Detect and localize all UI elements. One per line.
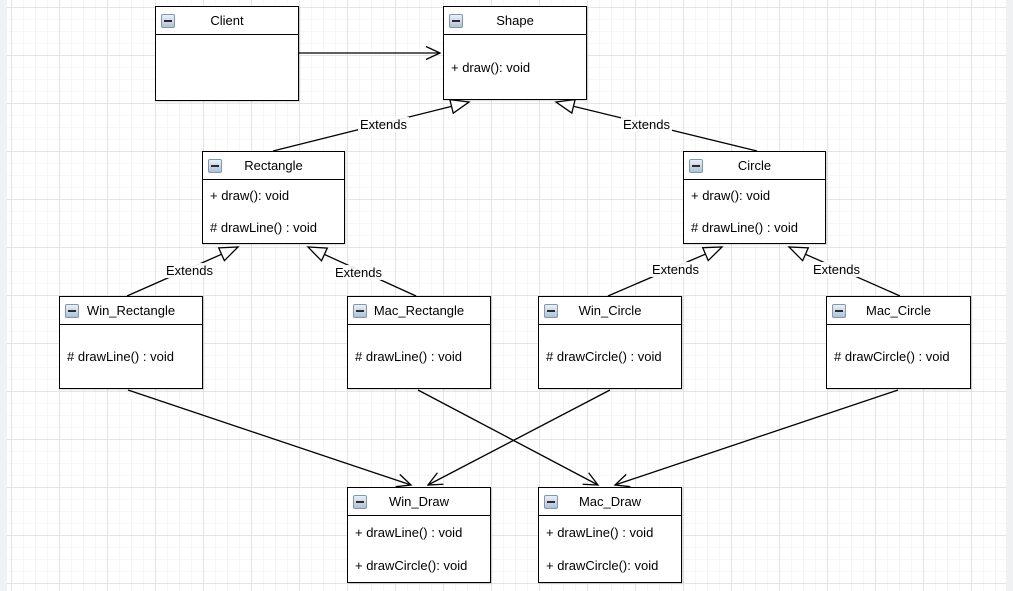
class-body xyxy=(156,35,298,100)
class-body: # drawLine() : void xyxy=(60,325,202,388)
class-member[interactable]: # drawCircle() : void xyxy=(834,349,950,364)
class-body: # drawCircle() : void xyxy=(827,325,970,388)
class-title: Mac_Rectangle xyxy=(373,303,465,318)
class-box-circle[interactable]: Circle + draw(): void # drawLine() : voi… xyxy=(683,151,826,244)
minus-glyph xyxy=(356,500,364,503)
edge-label-extends[interactable]: Extends xyxy=(164,263,215,278)
class-title-bar: Circle xyxy=(684,152,825,180)
class-box-mac-rectangle[interactable]: Mac_Rectangle # drawLine() : void xyxy=(347,296,491,389)
class-member[interactable]: # drawLine() : void xyxy=(210,219,317,235)
class-member[interactable]: + drawLine() : void xyxy=(355,525,463,540)
class-box-shape[interactable]: Shape + draw(): void xyxy=(443,6,587,100)
minus-glyph xyxy=(164,19,172,22)
class-title: Client xyxy=(210,13,244,28)
minus-glyph xyxy=(452,19,460,22)
minus-glyph xyxy=(835,309,843,312)
edge-maccircle-macdraw[interactable] xyxy=(613,389,899,488)
class-member[interactable]: + draw(): void xyxy=(451,59,531,75)
minus-glyph xyxy=(211,164,219,167)
class-title-bar: Rectangle xyxy=(203,152,344,180)
class-box-win-rectangle[interactable]: Win_Rectangle # drawLine() : void xyxy=(59,296,203,389)
class-title: Rectangle xyxy=(244,158,303,173)
class-member[interactable]: # drawCircle() : void xyxy=(546,349,662,364)
class-member[interactable]: # drawLine() : void xyxy=(691,219,798,235)
class-box-mac-draw[interactable]: Mac_Draw + drawLine() : void + drawCircl… xyxy=(538,487,682,583)
class-member[interactable]: # drawLine() : void xyxy=(355,349,462,364)
class-title: Mac_Draw xyxy=(578,494,642,509)
class-box-mac-circle[interactable]: Mac_Circle # drawCircle() : void xyxy=(826,296,971,389)
class-body: + drawLine() : void + drawCircle(): void xyxy=(348,516,490,582)
minus-glyph xyxy=(547,309,555,312)
edge-wincircle-windraw[interactable] xyxy=(426,389,611,486)
class-title-bar: Win_Circle xyxy=(539,297,681,325)
class-body: + draw(): void # drawLine() : void xyxy=(203,180,344,243)
class-member[interactable]: + draw(): void xyxy=(691,188,771,204)
collapse-minus-icon[interactable] xyxy=(353,303,367,318)
class-box-rectangle[interactable]: Rectangle + draw(): void # drawLine() : … xyxy=(202,151,345,244)
class-member[interactable]: # drawLine() : void xyxy=(67,349,174,364)
collapse-minus-icon[interactable] xyxy=(353,494,367,509)
minus-glyph xyxy=(68,309,76,312)
canvas-right-margin xyxy=(1006,0,1013,591)
collapse-minus-icon[interactable] xyxy=(449,13,463,28)
collapse-minus-icon[interactable] xyxy=(689,158,703,173)
edge-macrectangle-macdraw[interactable] xyxy=(417,389,600,486)
class-body: # drawLine() : void xyxy=(348,325,490,388)
edge-label-extends[interactable]: Extends xyxy=(621,117,672,132)
class-title-bar: Mac_Rectangle xyxy=(348,297,490,325)
edge-winrectangle-windraw[interactable] xyxy=(127,389,413,488)
class-body: + draw(): void xyxy=(444,35,586,99)
class-member[interactable]: + drawLine() : void xyxy=(546,525,654,540)
class-box-win-circle[interactable]: Win_Circle # drawCircle() : void xyxy=(538,296,682,389)
class-title: Mac_Circle xyxy=(865,303,931,318)
class-title-bar: Mac_Draw xyxy=(539,488,681,516)
class-body: + drawLine() : void + drawCircle(): void xyxy=(539,516,681,582)
class-title-bar: Win_Draw xyxy=(348,488,490,516)
canvas-left-margin xyxy=(0,0,7,591)
class-title: Circle xyxy=(737,158,772,173)
class-title: Win_Circle xyxy=(578,303,642,318)
class-title-bar: Mac_Circle xyxy=(827,297,970,325)
class-title: Win_Rectangle xyxy=(86,303,176,318)
class-title: Shape xyxy=(496,13,534,28)
class-body: + draw(): void # drawLine() : void xyxy=(684,180,825,243)
collapse-minus-icon[interactable] xyxy=(161,13,175,28)
class-title: Win_Draw xyxy=(389,494,449,509)
edge-label-extends[interactable]: Extends xyxy=(650,262,701,277)
minus-glyph xyxy=(356,309,364,312)
class-box-win-draw[interactable]: Win_Draw + drawLine() : void + drawCircl… xyxy=(347,487,491,583)
class-title-bar: Shape xyxy=(444,7,586,35)
collapse-minus-icon[interactable] xyxy=(544,303,558,318)
collapse-minus-icon[interactable] xyxy=(544,494,558,509)
collapse-minus-icon[interactable] xyxy=(208,158,222,173)
class-title-bar: Win_Rectangle xyxy=(60,297,202,325)
minus-glyph xyxy=(692,164,700,167)
class-member[interactable]: + drawCircle(): void xyxy=(546,558,659,573)
edge-label-extends[interactable]: Extends xyxy=(333,265,384,280)
class-body: # drawCircle() : void xyxy=(539,325,681,388)
edge-label-extends[interactable]: Extends xyxy=(811,262,862,277)
class-member[interactable]: + drawCircle(): void xyxy=(355,558,468,573)
class-box-client[interactable]: Client xyxy=(155,6,299,101)
collapse-minus-icon[interactable] xyxy=(832,303,846,318)
class-member[interactable]: + draw(): void xyxy=(210,188,290,204)
edge-label-extends[interactable]: Extends xyxy=(358,117,409,132)
collapse-minus-icon[interactable] xyxy=(65,303,79,318)
class-title-bar: Client xyxy=(156,7,298,35)
minus-glyph xyxy=(547,500,555,503)
